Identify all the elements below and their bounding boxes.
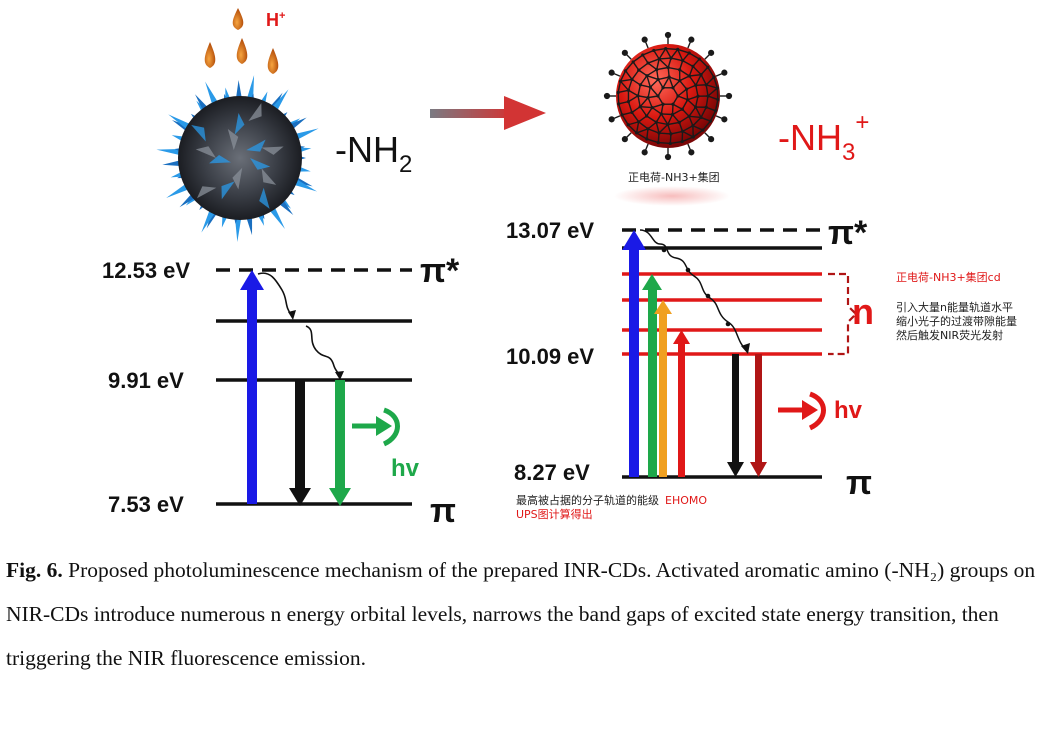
cn-note-nh3-cd: 正电荷-NH3+集团cd [896, 270, 1001, 284]
pi-label: π [430, 492, 456, 530]
right-panel: 正电荷-NH3+集团 -NH3+ 13.07 eV 10.09 eV 8.27 … [506, 31, 1021, 521]
photon-emission-icon [778, 391, 826, 431]
level-label-bottom: 7.53 eV [108, 492, 184, 517]
droplet-icon [236, 38, 248, 64]
proton-label: H+ [266, 10, 285, 30]
sphere-cn-label: 正电荷-NH3+集团 [628, 170, 720, 184]
cn-note-ups: UPS图计算得出 [516, 507, 593, 521]
photoluminescence-mechanism-diagram: H+ -NH2 12.53 eV 9.91 eV 7.53 eV π* π [102, 8, 1021, 530]
left-panel: H+ -NH2 12.53 eV 9.91 eV 7.53 eV π* π [102, 8, 460, 530]
figure-caption: Fig. 6. Proposed photoluminescence mecha… [6, 548, 1046, 680]
level-label-bottom: 8.27 eV [514, 460, 590, 485]
excitation-arrow-orange [654, 300, 672, 477]
sphere-glow [614, 186, 730, 206]
emission-arrow-black [727, 354, 744, 477]
excitation-arrow-red [673, 330, 690, 477]
n-label: n [852, 291, 874, 332]
nh2-group-label: -NH2 [335, 129, 412, 178]
pi-star-label: π* [828, 214, 868, 252]
excitation-arrow-blue [240, 270, 264, 504]
droplet-icon [204, 42, 216, 68]
excitation-arrow-green [642, 274, 662, 477]
emission-arrow-black [289, 380, 311, 506]
level-label-mid: 9.91 eV [108, 368, 184, 393]
relaxation-wavy-arrow [257, 272, 293, 317]
relaxation-wavy-arrow [305, 325, 341, 377]
pi-star-label: π* [420, 252, 460, 290]
level-label-mid: 10.09 eV [506, 344, 594, 369]
proton-droplets [204, 8, 279, 74]
hv-label-left: hv [391, 455, 420, 482]
figure-caption-text: Proposed photoluminescence mechanism of … [6, 558, 1036, 670]
emission-arrow-dark-red [750, 354, 767, 477]
carbon-dot-neutral [156, 75, 319, 242]
emission-arrow-green [329, 380, 351, 506]
excitation-arrow-blue [622, 230, 646, 477]
transformation-arrow [430, 96, 546, 130]
droplet-icon [267, 48, 279, 74]
carbon-dot-protonated [603, 31, 733, 161]
level-label-top: 12.53 eV [102, 258, 190, 283]
cn-note-explanation: 引入大量n能量轨道水平 缩小光子的过渡带隙能量 然后触发NIR荧光发射 [896, 300, 1021, 342]
hv-label-right: hv [834, 397, 863, 424]
level-label-top: 13.07 eV [506, 218, 594, 243]
nh3-group-label: -NH3+ [778, 109, 869, 166]
photon-emission-icon [352, 407, 400, 447]
pi-label: π [846, 464, 872, 502]
figure-label: Fig. 6. [6, 558, 63, 582]
droplet-icon [232, 8, 244, 30]
